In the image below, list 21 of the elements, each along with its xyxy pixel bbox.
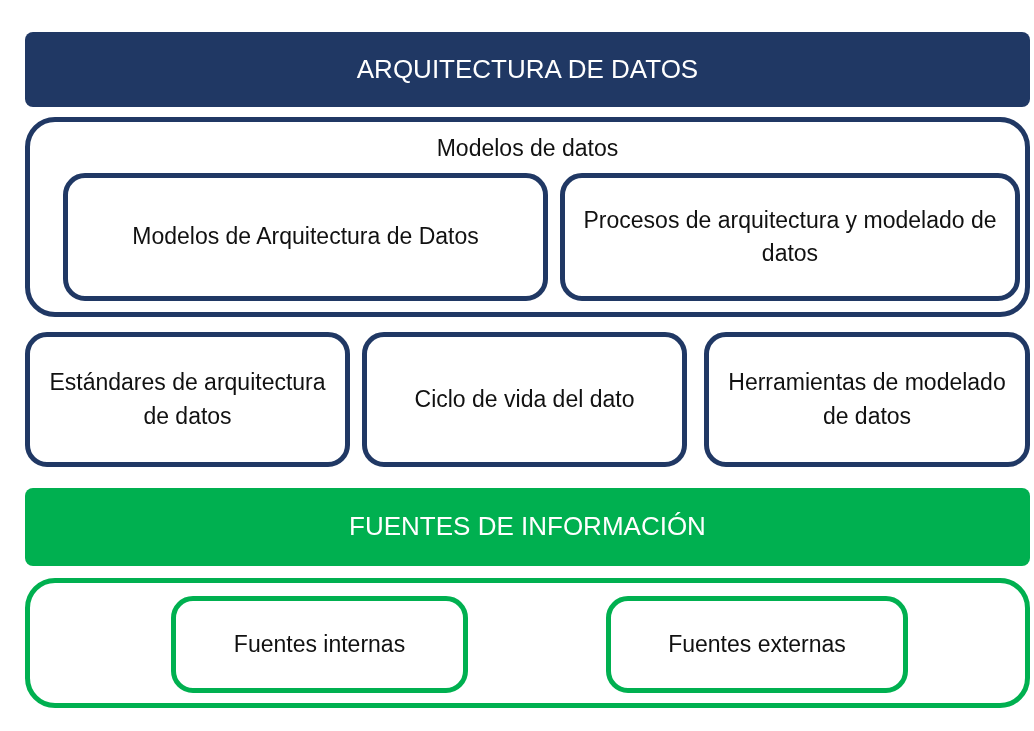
box-label: Herramientas de modelado de datos: [727, 368, 1007, 431]
rounded-box: [704, 332, 1030, 467]
rounded-box: [171, 596, 468, 693]
box-label: Estándares de arquitectura de datos: [48, 368, 327, 431]
rounded-box: [560, 173, 1020, 301]
rounded-box: [25, 332, 350, 467]
group-title: Modelos de datos: [435, 134, 620, 163]
section-banner: [25, 32, 1030, 107]
box-label: Ciclo de vida del dato: [413, 384, 636, 414]
box-label: Modelos de Arquitectura de Datos: [131, 222, 480, 252]
banner-title: ARQUITECTURA DE DATOS: [355, 52, 700, 86]
box-label: Fuentes externas: [667, 629, 847, 659]
group-box: [25, 117, 1030, 317]
group-box: [25, 578, 1030, 708]
section-banner: [25, 488, 1030, 566]
box-label: Procesos de arquitectura y modelado de datos: [582, 205, 998, 268]
banner-title: FUENTES DE INFORMACIÓN: [348, 510, 707, 544]
rounded-box: [63, 173, 548, 301]
box-label: Fuentes internas: [232, 629, 407, 659]
rounded-box: [362, 332, 687, 467]
rounded-box: [606, 596, 908, 693]
